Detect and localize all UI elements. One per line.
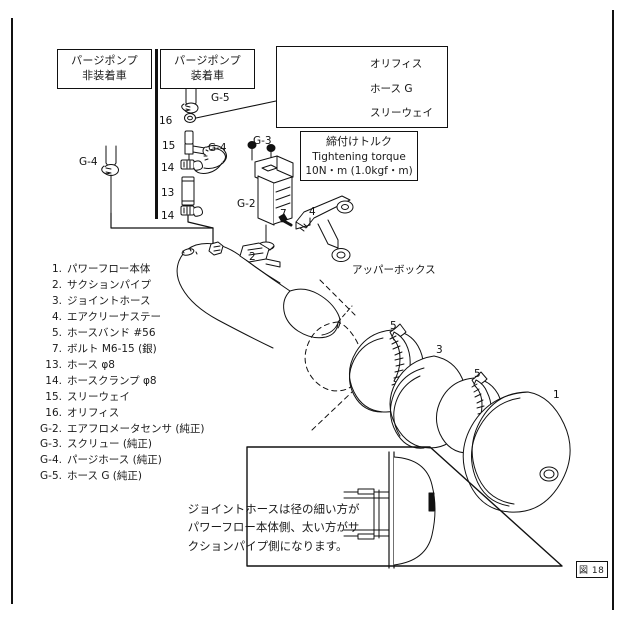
callout-14b: 14 (161, 210, 175, 222)
parts-list-item: G-2. エアフロメータセンサ (純正) (36, 422, 205, 438)
callout-4: 4 (309, 206, 316, 218)
torque-title-en: Tightening torque (312, 150, 406, 163)
purge-pump-without-box: パージポンプ 非装着車 (57, 49, 152, 89)
callout-15: 15 (162, 140, 176, 152)
part-14-clamp-upper (181, 160, 203, 170)
parts-list-item: 16. オリフィス (36, 406, 205, 422)
parts-list-item: G-3. スクリュー (純正) (36, 437, 205, 453)
callout-16: 16 (159, 115, 173, 127)
upper-box-leader (338, 306, 352, 322)
label-hose-g: ホース G (370, 83, 413, 95)
parts-list-item: 3. ジョイントホース (36, 294, 205, 310)
tightening-torque-box: 締付けトルク Tightening torque 10N・m (1.0kgf・m… (300, 131, 418, 181)
page-border-left (11, 18, 13, 604)
detail-callout-leader (196, 101, 276, 118)
parts-list-name: ホースバンド #56 (67, 326, 156, 339)
parts-list-index: 7. (51, 342, 62, 355)
parts-list-item: 13. ホース φ8 (36, 358, 205, 374)
parts-list-name: サクションパイプ (67, 278, 151, 291)
upper-box-dashed-outline (305, 280, 361, 430)
page-border-right (612, 10, 614, 610)
part-16-orifice (185, 114, 196, 123)
part-g2-airflow-sensor (255, 156, 293, 250)
part-g5-hose (182, 88, 198, 113)
parts-list-index: 15. (45, 390, 62, 403)
parts-list-item: 5. ホースバンド #56 (36, 326, 205, 342)
callout-5a: 5 (390, 320, 397, 332)
column-divider (155, 49, 158, 219)
parts-list-index: 3. (51, 294, 62, 307)
callout-g5: G-5 (211, 92, 230, 104)
parts-list-name: ホース φ8 (67, 358, 115, 371)
callout-3: 3 (436, 344, 443, 356)
part-2-suction-pipe (177, 242, 340, 348)
parts-list-item: 1. パワーフロー本体 (36, 262, 205, 278)
callout-5b: 5 (474, 368, 481, 380)
parts-list-item: G-4. パージホース (純正) (36, 453, 205, 469)
parts-list-name: エアクリーナステー (67, 310, 161, 323)
parts-list-item: 4. エアクリーナステー (36, 310, 205, 326)
note-line-3: クションパイプ側になります。 (187, 538, 348, 553)
parts-list-index: 13. (45, 358, 62, 371)
part-g4-purge-hose-left (102, 146, 119, 213)
label-three-way: スリーウェイ (370, 107, 433, 119)
parts-list-index: 16. (45, 406, 62, 419)
parts-list-name: オリフィス (67, 406, 120, 419)
purge-pump-with-box: パージポンプ 装着車 (160, 49, 255, 89)
parts-list-name: ボルト M6-15 (銀) (67, 342, 157, 355)
parts-list-index: G-4. (40, 454, 62, 467)
leader-bracket-mid (188, 216, 213, 228)
part-13-hose (182, 177, 194, 205)
label-upper-box: アッパーボックス (352, 264, 436, 276)
parts-list-index: 14. (45, 374, 62, 387)
callout-13: 13 (161, 187, 175, 199)
parts-list-name: スリーウェイ (67, 390, 130, 403)
parts-list-item: G-5. ホース G (純正) (36, 469, 205, 485)
parts-list-index: 2. (51, 278, 62, 291)
parts-list-item: 14. ホースクランプ φ8 (36, 374, 205, 390)
parts-list-item: 2. サクションパイプ (36, 278, 205, 294)
parts-list-name: ホースクランプ φ8 (67, 374, 157, 387)
parts-list-name: パワーフロー本体 (67, 263, 151, 275)
part-14-clamp-lower (181, 206, 203, 216)
callout-1: 1 (553, 389, 560, 401)
part-15-three-way (185, 131, 209, 162)
callout-14a: 14 (161, 162, 175, 174)
parts-list-index: 5. (51, 326, 62, 339)
leader-bracket-left (111, 213, 213, 228)
figure-number-badge: 図 18 (576, 561, 609, 578)
callout-2: 2 (249, 251, 256, 263)
parts-list-index: 4. (51, 310, 62, 323)
installed-view-drawing (247, 447, 562, 568)
parts-list-name: スクリュー (純正) (67, 438, 153, 451)
parts-list-name: ジョイントホース (67, 294, 151, 307)
note-line-1: ジョイントホースは径の細い方が (187, 501, 360, 516)
part-1-power-flow-body (463, 392, 570, 512)
part-7-bolt (279, 214, 291, 225)
parts-list-index: G-5. (40, 470, 62, 483)
label-orifice: オリフィス (370, 58, 423, 70)
note-line-2: パワーフロー本体側、太い方がサ (187, 520, 360, 535)
parts-list: 1. パワーフロー本体 2. サクションパイプ 3. ジョイントホース 4. エアクリーナステ… (36, 262, 205, 485)
callout-7: 7 (280, 208, 287, 220)
callout-g4b: G-4 (208, 142, 227, 154)
torque-value: 10N・m (1.0kgf・m) (305, 165, 413, 178)
parts-list-item: 7. ボルト M6-15 (銀) (36, 342, 205, 358)
part-4-air-cleaner-stay (296, 196, 353, 262)
parts-list-index: G-2. (40, 422, 62, 435)
parts-list-name: エアフロメータセンサ (純正) (67, 422, 205, 435)
parts-list-index: G-3. (40, 438, 62, 451)
callout-g3: G-3 (253, 135, 272, 147)
orifice-detail-box (276, 46, 448, 128)
part-g4-purge-hose-right (194, 145, 227, 173)
joint-hose-note: ジョイントホースは径の細い方が パワーフロー本体側、太い方がサ クションパイプ側… (173, 481, 360, 574)
callout-g2: G-2 (237, 198, 256, 210)
parts-list-index: 1. (51, 263, 62, 275)
torque-title-ja: 締付けトルク (326, 135, 392, 148)
callout-g4a: G-4 (79, 156, 98, 168)
parts-list-name: ホース G (純正) (67, 470, 142, 483)
parts-list-item: 15. スリーウェイ (36, 390, 205, 406)
parts-list-name: パージホース (純正) (67, 454, 162, 467)
